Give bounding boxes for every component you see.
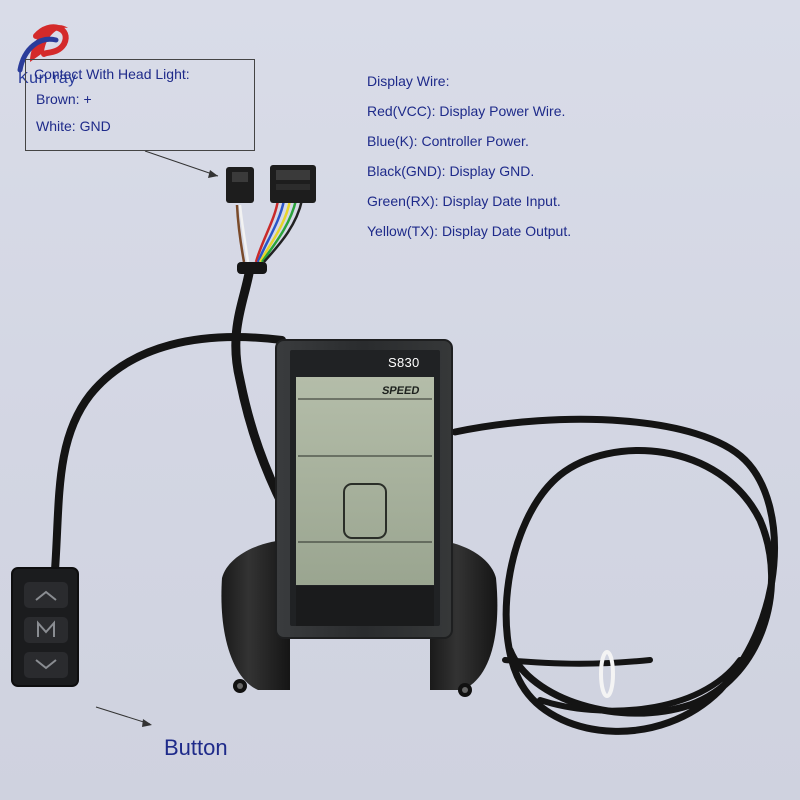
brand-logo [17, 24, 69, 73]
button-leader-arrow [142, 719, 152, 727]
display-wire-legend: Display Wire: Red(VCC): Display Power Wi… [367, 71, 571, 251]
wire-yellow: Yellow(TX): Display Date Output. [367, 223, 572, 239]
lcd-speed-label: SPEED [380, 385, 421, 397]
wire-blue: Blue(K): Controller Power. [367, 133, 529, 149]
chevron-up-icon [35, 590, 57, 601]
headlight-connector [226, 167, 254, 203]
lcd-center-icon [343, 483, 387, 539]
display-unit [275, 339, 453, 639]
mode-button[interactable] [24, 617, 68, 643]
wire-red: Red(VCC): Display Power Wire. [367, 103, 566, 119]
down-button[interactable] [24, 652, 68, 678]
mode-m-icon [37, 620, 55, 637]
device-model-label: S830 [388, 355, 420, 370]
cable-sleeve [237, 262, 267, 274]
headlight-callout-box [25, 59, 255, 151]
display-connector [270, 165, 316, 203]
connector-wires [235, 199, 304, 263]
lcd-screen [296, 377, 434, 585]
wire-black: Black(GND): Display GND. [367, 163, 535, 179]
button-pad [11, 567, 79, 687]
zip-tie [599, 650, 615, 698]
headlight-callout-white: White: GND [36, 118, 111, 134]
up-button[interactable] [24, 582, 68, 608]
wire-green: Green(RX): Display Date Input. [367, 193, 561, 209]
headlight-leader-line [144, 150, 219, 177]
cables [51, 263, 778, 735]
button-leader-line [95, 706, 151, 725]
handlebar-mount-left [221, 540, 290, 693]
chevron-down-icon [35, 659, 57, 670]
headlight-callout-brown: Brown: + [36, 91, 92, 107]
display-bottom-band [296, 586, 434, 626]
headlight-leader-arrow [208, 170, 218, 178]
display-wire-title: Display Wire: [367, 73, 450, 89]
button-caption: Button [164, 735, 228, 760]
brand-name: Kun ray [18, 70, 77, 87]
headlight-callout-title: Contect With Head Light: [34, 66, 190, 82]
